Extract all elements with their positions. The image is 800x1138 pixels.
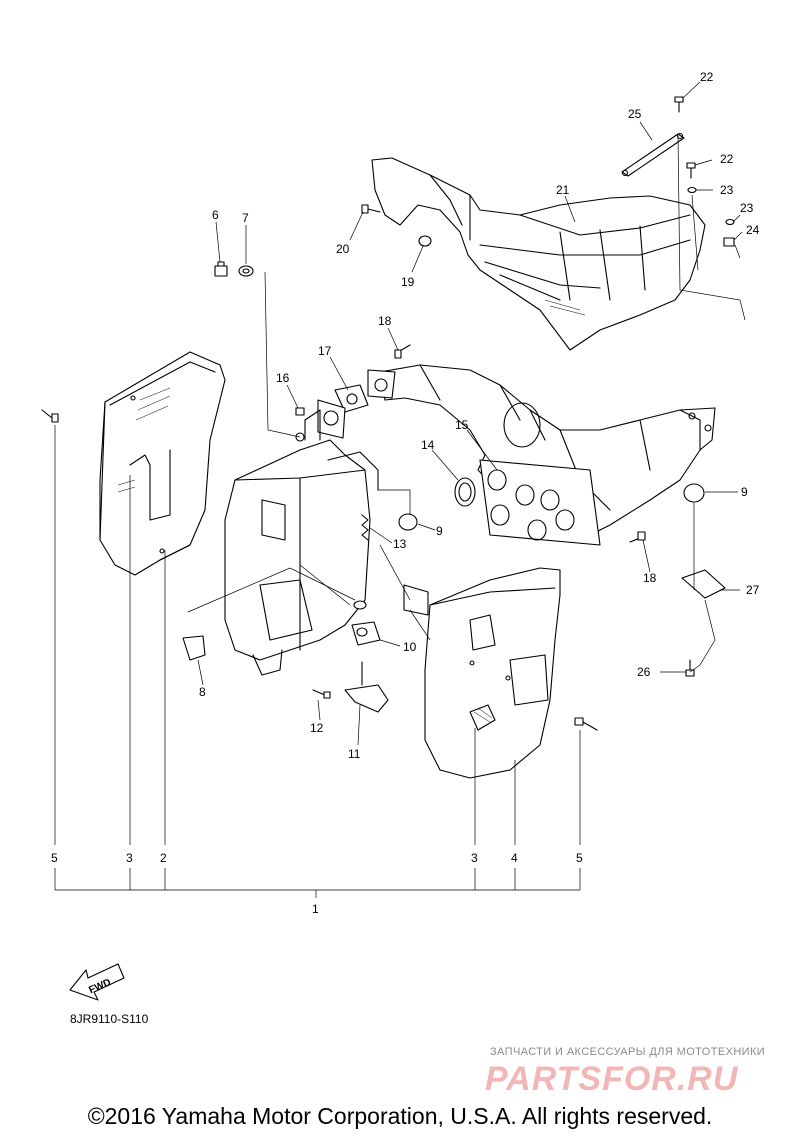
bolt-20 bbox=[361, 204, 381, 214]
callout: 6 bbox=[212, 208, 219, 222]
muffler-body bbox=[224, 409, 379, 676]
flange-pipe-joint bbox=[317, 369, 396, 439]
screw-5-left bbox=[41, 409, 59, 423]
callout: 7 bbox=[242, 211, 249, 225]
callout: 17 bbox=[318, 344, 332, 358]
bolt-22-lower bbox=[686, 162, 696, 179]
callout: 10 bbox=[403, 640, 417, 654]
callout: 5 bbox=[576, 851, 583, 865]
callout: 18 bbox=[643, 571, 657, 585]
callout: 3 bbox=[126, 851, 133, 865]
diagram-code: 8JR9110-S110 bbox=[70, 1012, 149, 1026]
manifold-flange bbox=[479, 459, 601, 546]
callout: 18 bbox=[378, 314, 392, 328]
callout: 13 bbox=[393, 537, 407, 551]
callout: 4 bbox=[511, 851, 518, 865]
heat-shield-upper bbox=[371, 157, 706, 351]
callout: 5 bbox=[51, 851, 58, 865]
callout: 3 bbox=[471, 851, 478, 865]
callout: 16 bbox=[276, 371, 290, 385]
callout: 20 bbox=[336, 242, 350, 256]
fwd-arrow-icon: FWD bbox=[69, 963, 125, 1001]
stay-25 bbox=[621, 132, 685, 177]
clip-nut-24 bbox=[723, 237, 735, 247]
screw-5-right bbox=[574, 717, 598, 731]
copyright-notice: ©2016 Yamaha Motor Corporation, U.S.A. A… bbox=[87, 1103, 713, 1129]
damper-9-center bbox=[398, 513, 418, 531]
nut-16 bbox=[295, 407, 305, 416]
washer-23-b bbox=[725, 218, 735, 226]
callout: 1 bbox=[312, 902, 319, 916]
muffler-protector-right bbox=[424, 567, 561, 779]
plug-6 bbox=[214, 261, 228, 277]
callout: 24 bbox=[746, 223, 760, 237]
callout-numbers: 1 2 3 3 4 5 5 6 7 8 9 9 10 11 12 13 14 1… bbox=[51, 70, 760, 916]
leader-lines bbox=[54, 81, 746, 898]
bracket-muffler bbox=[403, 584, 429, 616]
muffler-protector-left bbox=[99, 351, 226, 576]
gasket-7 bbox=[238, 265, 254, 277]
callout: 23 bbox=[740, 201, 754, 215]
bracket-27 bbox=[681, 569, 726, 599]
bolt-18-lower bbox=[629, 531, 646, 543]
callout: 15 bbox=[455, 418, 469, 432]
bolt-12 bbox=[312, 689, 331, 699]
callout: 11 bbox=[348, 747, 361, 761]
callout: 27 bbox=[746, 583, 760, 597]
callout: 9 bbox=[436, 524, 443, 538]
gasket-17 bbox=[334, 384, 369, 413]
clip-8 bbox=[182, 635, 206, 661]
watermark-logo: PARTSFOR.RU bbox=[485, 1060, 739, 1098]
callout: 22 bbox=[700, 70, 714, 84]
watermark-tagline: ЗАПЧАСТИ И АКСЕССУАРЫ ДЛЯ МОТОТЕХНИКИ bbox=[490, 1046, 765, 1058]
spring-13 bbox=[361, 514, 369, 541]
gasket-7-hole bbox=[242, 268, 250, 274]
gasket-14 bbox=[454, 477, 476, 507]
callout: 21 bbox=[556, 183, 570, 197]
callout: 22 bbox=[720, 152, 734, 166]
damper-9-right bbox=[683, 483, 705, 503]
callout: 12 bbox=[310, 721, 324, 735]
washer-23-a bbox=[687, 186, 697, 194]
callout: 25 bbox=[628, 107, 642, 121]
callout: 2 bbox=[160, 851, 167, 865]
bolt-18-upper bbox=[394, 344, 411, 359]
bolt-22-upper bbox=[674, 96, 684, 113]
callout: 14 bbox=[421, 438, 435, 452]
bracket-11 bbox=[344, 661, 389, 713]
watermark: ЗАПЧАСТИ И АКСЕССУАРЫ ДЛЯ МОТОТЕХНИКИ PA… bbox=[485, 1046, 765, 1098]
callout: 8 bbox=[199, 685, 206, 699]
callout: 19 bbox=[401, 275, 415, 289]
callout: 23 bbox=[720, 183, 734, 197]
bolt-26 bbox=[685, 659, 695, 677]
damper-10 bbox=[351, 600, 381, 646]
callout: 9 bbox=[741, 485, 748, 499]
callout: 26 bbox=[637, 665, 651, 679]
collar-19 bbox=[418, 235, 432, 247]
